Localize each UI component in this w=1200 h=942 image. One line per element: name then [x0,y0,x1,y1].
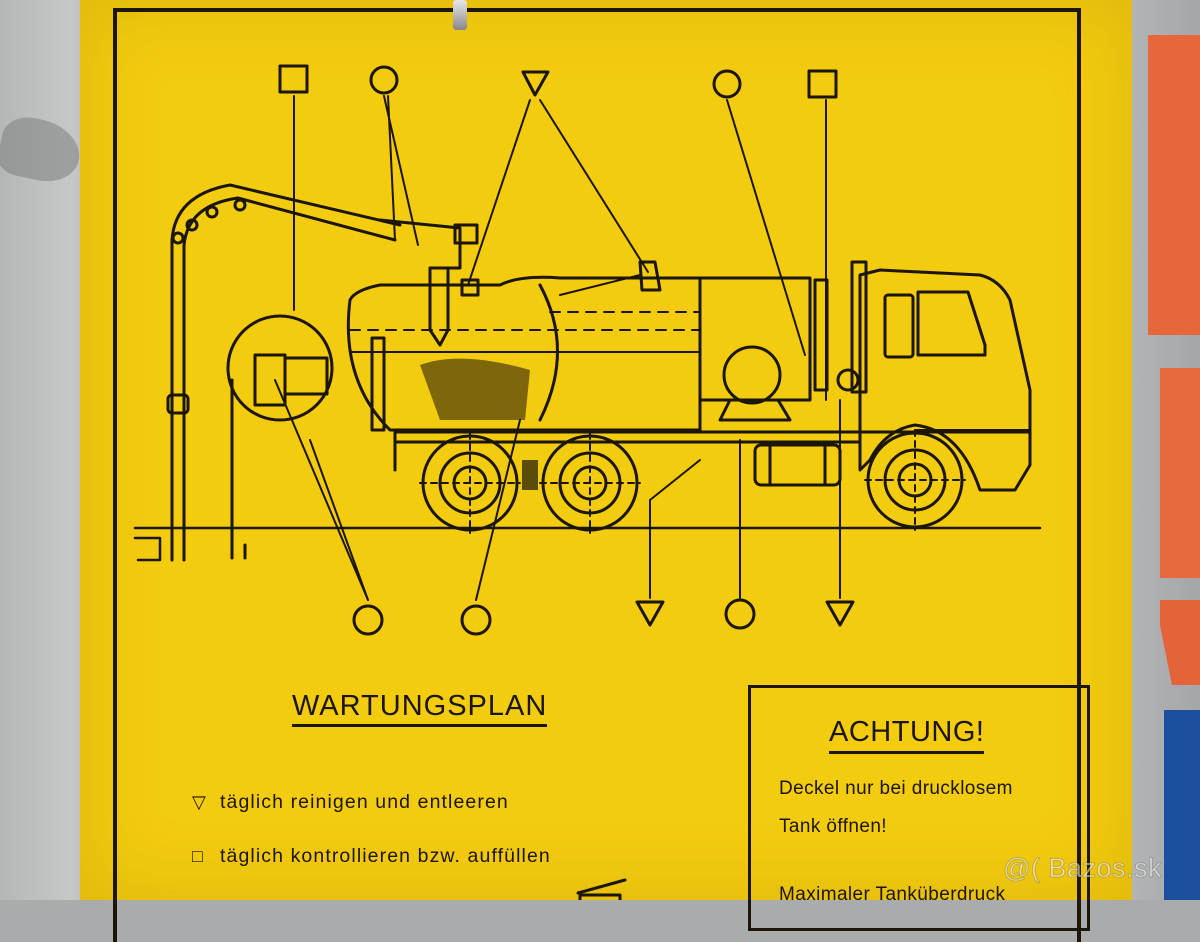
warning-line-3: Maximaler Tanküberdruck [779,884,1006,905]
wheels [419,429,966,534]
bottom-markers [352,598,855,636]
truck-cab [813,260,1032,492]
triangle-marker-icon [521,70,550,97]
warning-line-2: Tank öffnen! [779,816,887,837]
circle-marker-icon [712,69,742,99]
circle-marker-icon [724,598,756,630]
legend-item-check: □ täglich kontrollieren bzw. auffüllen [192,845,551,868]
legend-text: täglich kontrollieren bzw. auffüllen [220,845,551,867]
square-icon: □ [192,846,204,866]
chassis [393,276,1032,487]
hose-reel [226,314,334,422]
circle-marker-icon [369,65,399,95]
maintenance-sticker [80,0,1132,900]
blue-panel [1164,710,1200,900]
triangle-marker-icon [825,600,855,627]
triangle-icon: ▽ [192,792,207,812]
diagram-title: WARTUNGSPLAN [292,690,548,727]
vacuum-tank [346,260,702,432]
warning-box: ACHTUNG! Deckel nur bei drucklosem Tank … [748,685,1090,931]
square-marker-icon [278,64,309,94]
triangle-marker-icon [635,600,665,627]
warning-line-1: Deckel nur bei drucklosem [779,778,1013,799]
legend-text: täglich reinigen und entleeren [220,791,509,813]
legend-item-clean: ▽ täglich reinigen und entleeren [192,791,509,814]
top-markers [278,64,838,99]
pump-icon [576,878,627,900]
circle-marker-icon [352,604,384,636]
sticker-border [113,8,1081,942]
square-marker-icon [807,69,838,99]
suction-arm [166,183,479,562]
orange-panel-top [1148,35,1200,335]
nail-icon [453,0,467,30]
watermark: @( Bazos.sk [1003,853,1162,884]
truck-diagram [133,64,1042,900]
circle-marker-icon [460,604,492,636]
fuel-tank [753,443,842,487]
orange-panel-middle [1160,368,1200,578]
warning-title: ACHTUNG! [829,716,985,754]
